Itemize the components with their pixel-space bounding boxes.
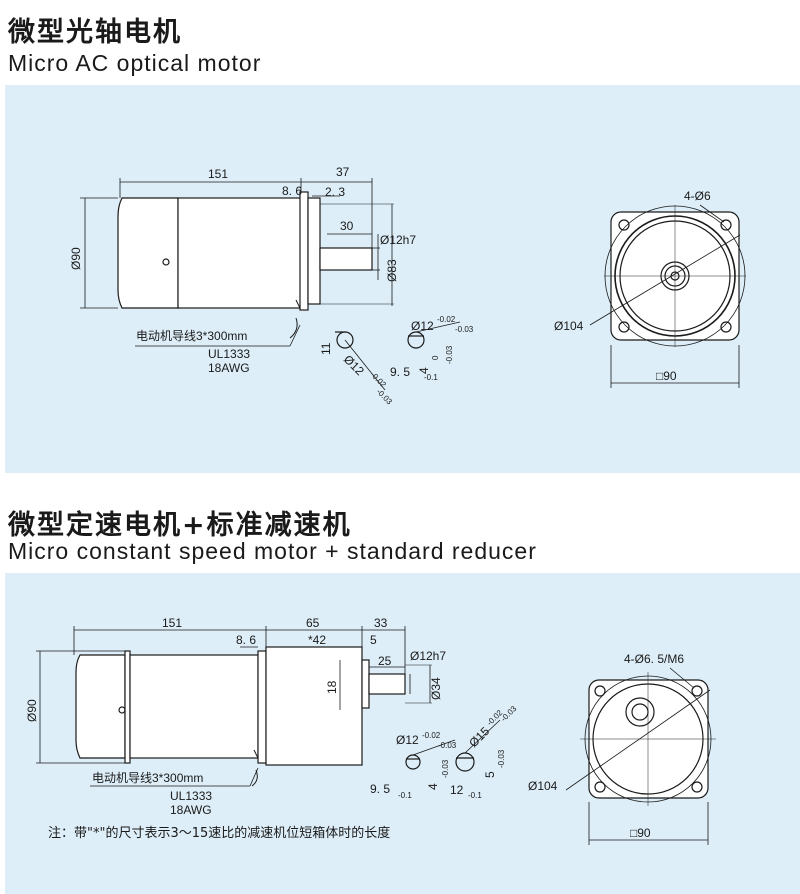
s2-dim-8-6: 8. 6 bbox=[236, 633, 256, 647]
s1-lead-awg: 18AWG bbox=[208, 361, 250, 375]
s2-square-90: □90 bbox=[630, 826, 651, 840]
s1-key-tol-b: -0.03 bbox=[375, 387, 395, 407]
s2-side-view bbox=[36, 626, 501, 787]
s1-key-4: 4 bbox=[417, 367, 431, 374]
section1-title-en: Micro AC optical motor bbox=[8, 50, 262, 76]
s1-lead-ul: UL1333 bbox=[208, 347, 250, 361]
s2-key-tol-g: -0.1 bbox=[468, 791, 482, 800]
section2-title-cn: 微型定速电机+标准减速机 bbox=[8, 510, 352, 541]
s2-dim-5: 5 bbox=[370, 633, 377, 647]
s2-key-tol-a: -0.02 bbox=[422, 731, 441, 740]
s1-square-90: □90 bbox=[656, 369, 677, 383]
s2-key-tol-f: -0.03 bbox=[441, 759, 450, 778]
s2-key-5: 5 bbox=[483, 771, 497, 778]
s1-dia-83: Ø83 bbox=[385, 259, 399, 282]
s1-dim-151: 151 bbox=[208, 167, 228, 181]
s2-dia-34: Ø34 bbox=[429, 677, 443, 700]
s1-key-9-5: 9. 5 bbox=[390, 365, 410, 379]
s2-dia-90: Ø90 bbox=[25, 699, 39, 722]
s2-key-tol-e: -0.1 bbox=[398, 791, 412, 800]
s1-dim-30: 30 bbox=[340, 219, 354, 233]
s1-front-view bbox=[589, 204, 746, 388]
s2-key-tol-d: -0.03 bbox=[499, 704, 519, 724]
s2-dim-18: 18 bbox=[325, 680, 339, 694]
s2-key-dia12: Ø12 bbox=[396, 733, 419, 747]
s2-key-tol-b: -0.03 bbox=[438, 741, 457, 750]
s2-pcd-104: Ø104 bbox=[528, 779, 558, 793]
s1-holes: 4-Ø6 bbox=[684, 189, 711, 203]
s1-dim-37: 37 bbox=[336, 165, 350, 179]
s1-key-tol-f: -0.03 bbox=[445, 345, 454, 364]
s2-front-view bbox=[565, 667, 716, 845]
s1-key-tol-g: -0.1 bbox=[424, 373, 438, 382]
s2-footnote: 注：带"*"的尺寸表示3～15速比的减速机位短箱体时的长度 bbox=[48, 826, 391, 841]
s2-key-12: 12 bbox=[450, 783, 464, 797]
s2-shaft-12h7: Ø12h7 bbox=[410, 649, 446, 663]
s1-key-tol-d: -0.03 bbox=[455, 325, 474, 334]
s2-dim-65: 65 bbox=[306, 616, 320, 630]
s1-dia-90: Ø90 bbox=[69, 247, 83, 270]
s1-shaft-12h7: Ø12h7 bbox=[380, 233, 416, 247]
s2-key-dia15: Ø15 bbox=[466, 724, 492, 750]
s2-dim-33: 33 bbox=[374, 616, 388, 630]
s1-lead-wire: 电动机导线3*300mm bbox=[136, 329, 247, 343]
s2-dim-25: 25 bbox=[378, 654, 392, 668]
s2-holes: 4-Ø6. 5/M6 bbox=[624, 652, 684, 666]
s1-key-tol-c: -0.02 bbox=[437, 315, 456, 324]
s2-lead-awg: 18AWG bbox=[170, 803, 212, 817]
s2-dim-151: 151 bbox=[162, 616, 182, 630]
section1-title-cn: 微型光轴电机 bbox=[8, 17, 182, 48]
s2-key-9-5: 9. 5 bbox=[370, 782, 390, 796]
s1-pcd-104: Ø104 bbox=[554, 319, 584, 333]
s1-dim-8-6: 8. 6 bbox=[282, 184, 302, 198]
s2-lead-ul: UL1333 bbox=[170, 789, 212, 803]
s1-key-dia12b: Ø12 bbox=[411, 319, 434, 333]
s2-key-4: 4 bbox=[426, 783, 440, 790]
s1-key-11: 11 bbox=[319, 342, 333, 355]
s2-dim-42: *42 bbox=[308, 633, 326, 647]
s2-key-tol-h: -0.03 bbox=[497, 749, 506, 768]
s2-lead-wire: 电动机导线3*300mm bbox=[92, 771, 203, 785]
s1-dim-2-3: 2. 3 bbox=[325, 185, 345, 199]
s1-key-tol-a: -0.02 bbox=[369, 370, 389, 390]
s1-key-tol-e: 0 bbox=[431, 355, 440, 360]
s1-key-dia12: Ø12 bbox=[341, 352, 367, 378]
s1-side-view bbox=[80, 178, 461, 391]
section2-title-en: Micro constant speed motor + standard re… bbox=[8, 538, 537, 564]
